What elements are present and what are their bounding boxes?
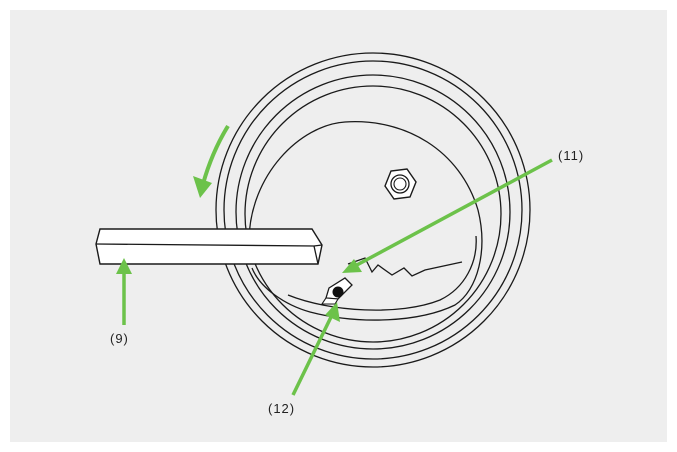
wheel-rims (215, 52, 531, 368)
label-pin: (12) (268, 401, 296, 416)
arrow-to-pin (291, 314, 334, 396)
handle-bar (95, 228, 323, 265)
cam-disc (248, 121, 483, 321)
outer-rim-3 (235, 74, 511, 350)
label-pawl: (11) (558, 148, 585, 163)
pin-dot (332, 286, 344, 298)
ratchet-teeth (347, 257, 463, 277)
callout-arrows (116, 124, 553, 396)
label-handle: (9) (110, 331, 129, 346)
rotation-arrowhead (193, 176, 212, 198)
outer-rim-4 (244, 85, 502, 343)
outer-rim-1 (215, 52, 531, 368)
arrow-to-pawl (354, 158, 553, 268)
diagram-panel (10, 10, 667, 442)
rotation-arrow-icon (201, 124, 230, 185)
inner-recess (287, 235, 477, 311)
hex-nut (384, 168, 417, 200)
outer-rim-2 (223, 60, 523, 360)
